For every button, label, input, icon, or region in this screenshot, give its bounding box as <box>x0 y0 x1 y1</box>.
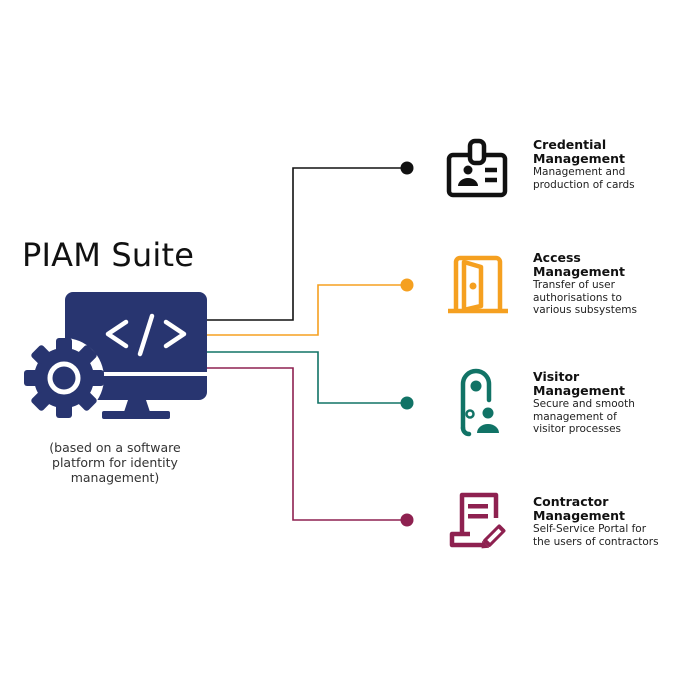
connector-credential <box>205 161 414 321</box>
door-icon <box>448 255 508 314</box>
item-title: Management <box>533 508 626 523</box>
item-description: the users of contractors <box>533 535 659 548</box>
connector-dot-access <box>400 278 414 292</box>
item-credential: Credential Management Management and pro… <box>533 138 683 191</box>
visitor-icon <box>460 368 499 437</box>
connector-visitor <box>205 351 414 410</box>
item-description: authorisations to <box>533 291 622 304</box>
item-title: Management <box>533 264 626 279</box>
item-title: Management <box>533 151 626 166</box>
item-visitor: Visitor Management Secure and smooth man… <box>533 370 683 436</box>
item-description: visitor processes <box>533 423 621 435</box>
item-title: Visitor <box>533 369 580 384</box>
diagram-title: PIAM Suite <box>22 236 195 274</box>
item-description: Management and <box>533 166 626 178</box>
item-description: production of cards <box>533 178 635 191</box>
connector-dot-visitor <box>400 396 414 410</box>
id-badge-icon <box>446 138 508 198</box>
item-description: Transfer of user <box>533 279 615 291</box>
item-description: various subsystems <box>533 304 637 316</box>
item-title: Credential <box>533 137 607 152</box>
item-description: Secure and smooth <box>533 398 635 410</box>
connector-dot-contractor <box>400 513 414 527</box>
connector-contractor <box>205 367 414 527</box>
item-description: management of <box>533 410 617 423</box>
item-contractor: Contractor Management Self-Service Porta… <box>533 495 683 548</box>
item-access: Access Management Transfer of user autho… <box>533 251 683 317</box>
connector-dot-credential <box>400 161 414 175</box>
diagram-subtitle: (based on a software platform for identi… <box>49 440 181 485</box>
connector-access <box>205 278 414 336</box>
item-title: Management <box>533 383 626 398</box>
item-title: Contractor <box>533 494 609 509</box>
monitor-code-gear-icon <box>24 292 207 419</box>
contract-edit-icon <box>449 492 506 549</box>
item-title: Access <box>533 250 581 265</box>
item-description: Self-Service Portal for <box>533 523 647 535</box>
